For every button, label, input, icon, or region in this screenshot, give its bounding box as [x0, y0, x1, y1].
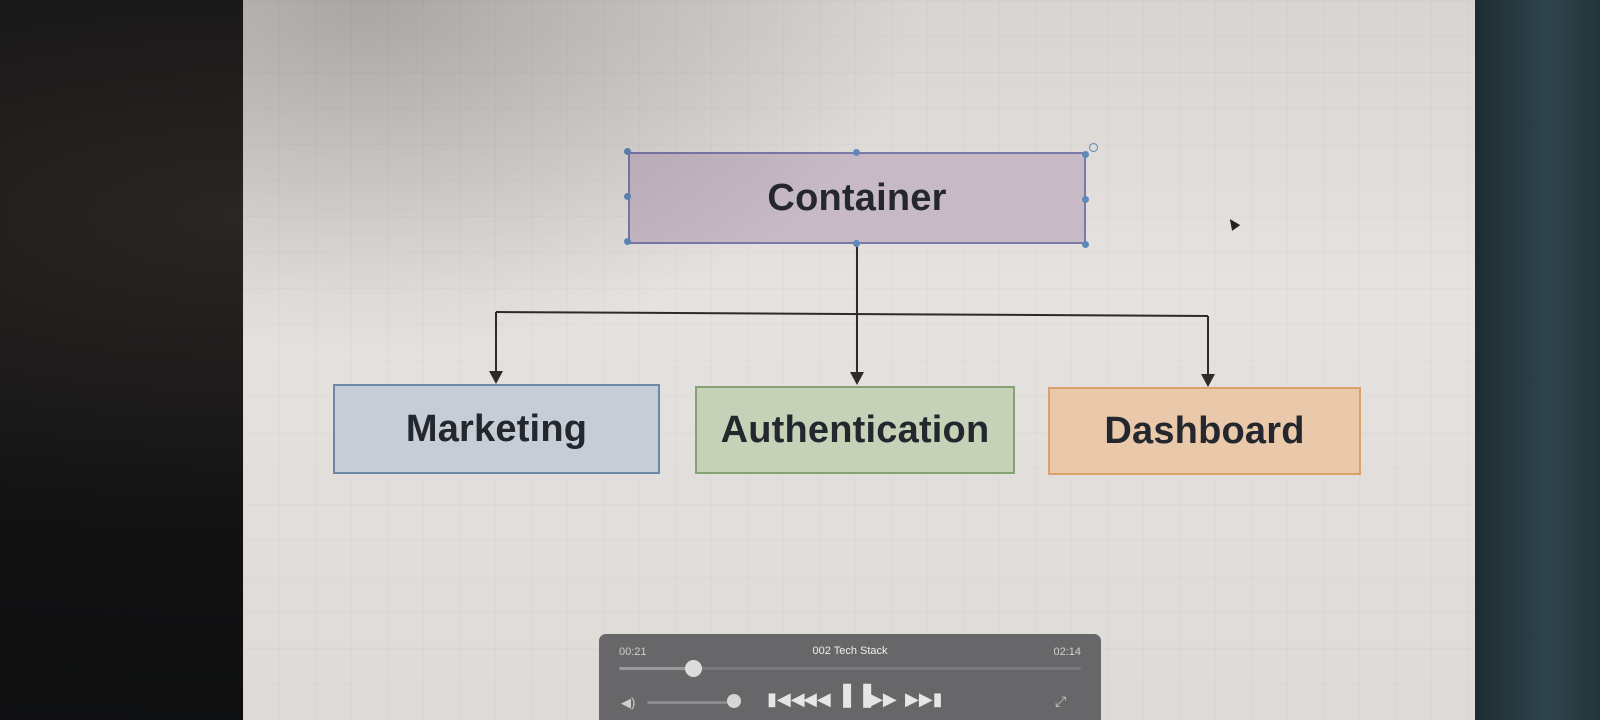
shrink-icon[interactable]: ⤢ — [1055, 693, 1067, 709]
arrowhead-dashboard — [1201, 374, 1215, 387]
selection-handle-left[interactable] — [624, 193, 631, 200]
node-dashboard-label: Dashboard — [1104, 409, 1305, 452]
skip-forward-icon[interactable]: ▶▶▮ — [905, 689, 943, 709]
connector-lines — [489, 244, 1215, 387]
monitor-bezel-right — [1470, 0, 1600, 720]
selection-handle-top[interactable] — [853, 149, 860, 156]
selection-handle-bottom-left[interactable] — [624, 238, 631, 245]
node-authentication[interactable]: Authentication — [695, 386, 1015, 474]
total-time: 02:14 — [1053, 646, 1081, 658]
elapsed-time: 00:21 — [619, 646, 647, 658]
diagram-canvas[interactable]: Container Marketing Authentication Dashb… — [243, 0, 1475, 720]
node-container[interactable]: Container — [628, 152, 1086, 244]
rotate-handle[interactable] — [1089, 143, 1098, 152]
node-container-label: Container — [767, 176, 947, 219]
volume-knob[interactable] — [727, 694, 741, 708]
canvas-grid — [243, 0, 1475, 720]
media-player-overlay[interactable]: 00:21 002 Tech Stack 02:14 ◀​) ▮◀◀ ◀◀ ❚❚… — [599, 634, 1101, 720]
arrowhead-authentication — [850, 372, 864, 385]
fast-forward-icon[interactable]: ▶▶ — [869, 689, 897, 709]
node-marketing-label: Marketing — [405, 407, 588, 450]
skip-back-icon[interactable]: ▮◀◀ — [767, 689, 805, 709]
media-title: 002 Tech Stack — [812, 645, 888, 657]
selection-handle-bottom-right[interactable] — [1082, 241, 1089, 248]
progress-bar[interactable] — [619, 660, 1081, 677]
selection-handle-right[interactable] — [1082, 196, 1089, 203]
progress-knob[interactable] — [684, 660, 702, 677]
speaker-icon[interactable]: ◀​) — [621, 695, 636, 710]
node-authentication-label: Authentication — [720, 408, 990, 451]
progress-fill — [619, 667, 693, 670]
selection-handle-bottom[interactable] — [853, 240, 860, 247]
selection-handle-top-left[interactable] — [624, 148, 631, 155]
selection-handle-top-right[interactable] — [1082, 151, 1089, 158]
volume-slider[interactable] — [647, 701, 731, 704]
node-dashboard[interactable]: Dashboard — [1048, 387, 1361, 475]
arrowhead-marketing — [489, 371, 503, 384]
rewind-icon[interactable]: ◀◀ — [803, 689, 831, 709]
pause-icon[interactable]: ❚❚ — [837, 681, 878, 708]
node-marketing[interactable]: Marketing — [333, 384, 660, 474]
connector-bus — [495, 311, 1209, 317]
